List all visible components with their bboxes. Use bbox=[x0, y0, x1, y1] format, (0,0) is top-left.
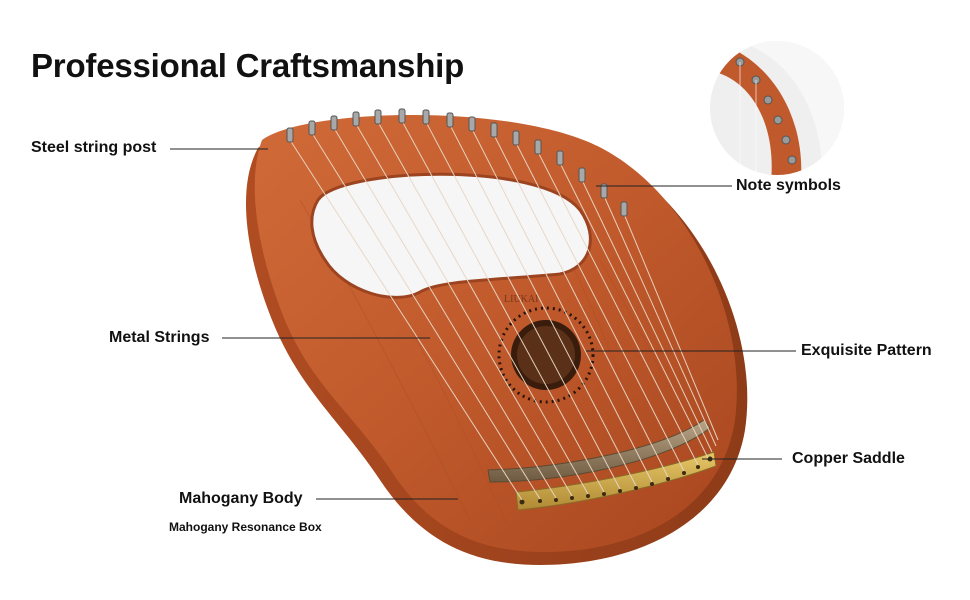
saddle-pins bbox=[519, 456, 713, 505]
callout-mahogany-body: Mahogany Body bbox=[179, 490, 303, 507]
callout-metal-strings: Metal Strings bbox=[109, 329, 210, 346]
sound-hole-inner bbox=[517, 326, 575, 384]
callout-steel-string-post: Steel string post bbox=[31, 139, 157, 156]
note-symbols-inset bbox=[710, 41, 844, 175]
metal-strings bbox=[289, 120, 719, 501]
callout-copper-saddle: Copper Saddle bbox=[792, 450, 905, 467]
page-title: Professional Craftsmanship bbox=[31, 47, 465, 84]
caption-mahogany-resonance-box: Mahogany Resonance Box bbox=[169, 520, 322, 534]
bridge-bar bbox=[487, 419, 711, 483]
steel-string-posts bbox=[286, 108, 628, 217]
sound-hole-pattern bbox=[497, 306, 595, 404]
lyre-opening bbox=[310, 172, 592, 299]
leader-lines bbox=[170, 148, 796, 500]
callout-exquisite-pattern: Exquisite Pattern bbox=[801, 342, 932, 359]
callout-note-symbols: Note symbols bbox=[736, 177, 841, 194]
brand-mark: LIUKAI bbox=[504, 294, 538, 305]
